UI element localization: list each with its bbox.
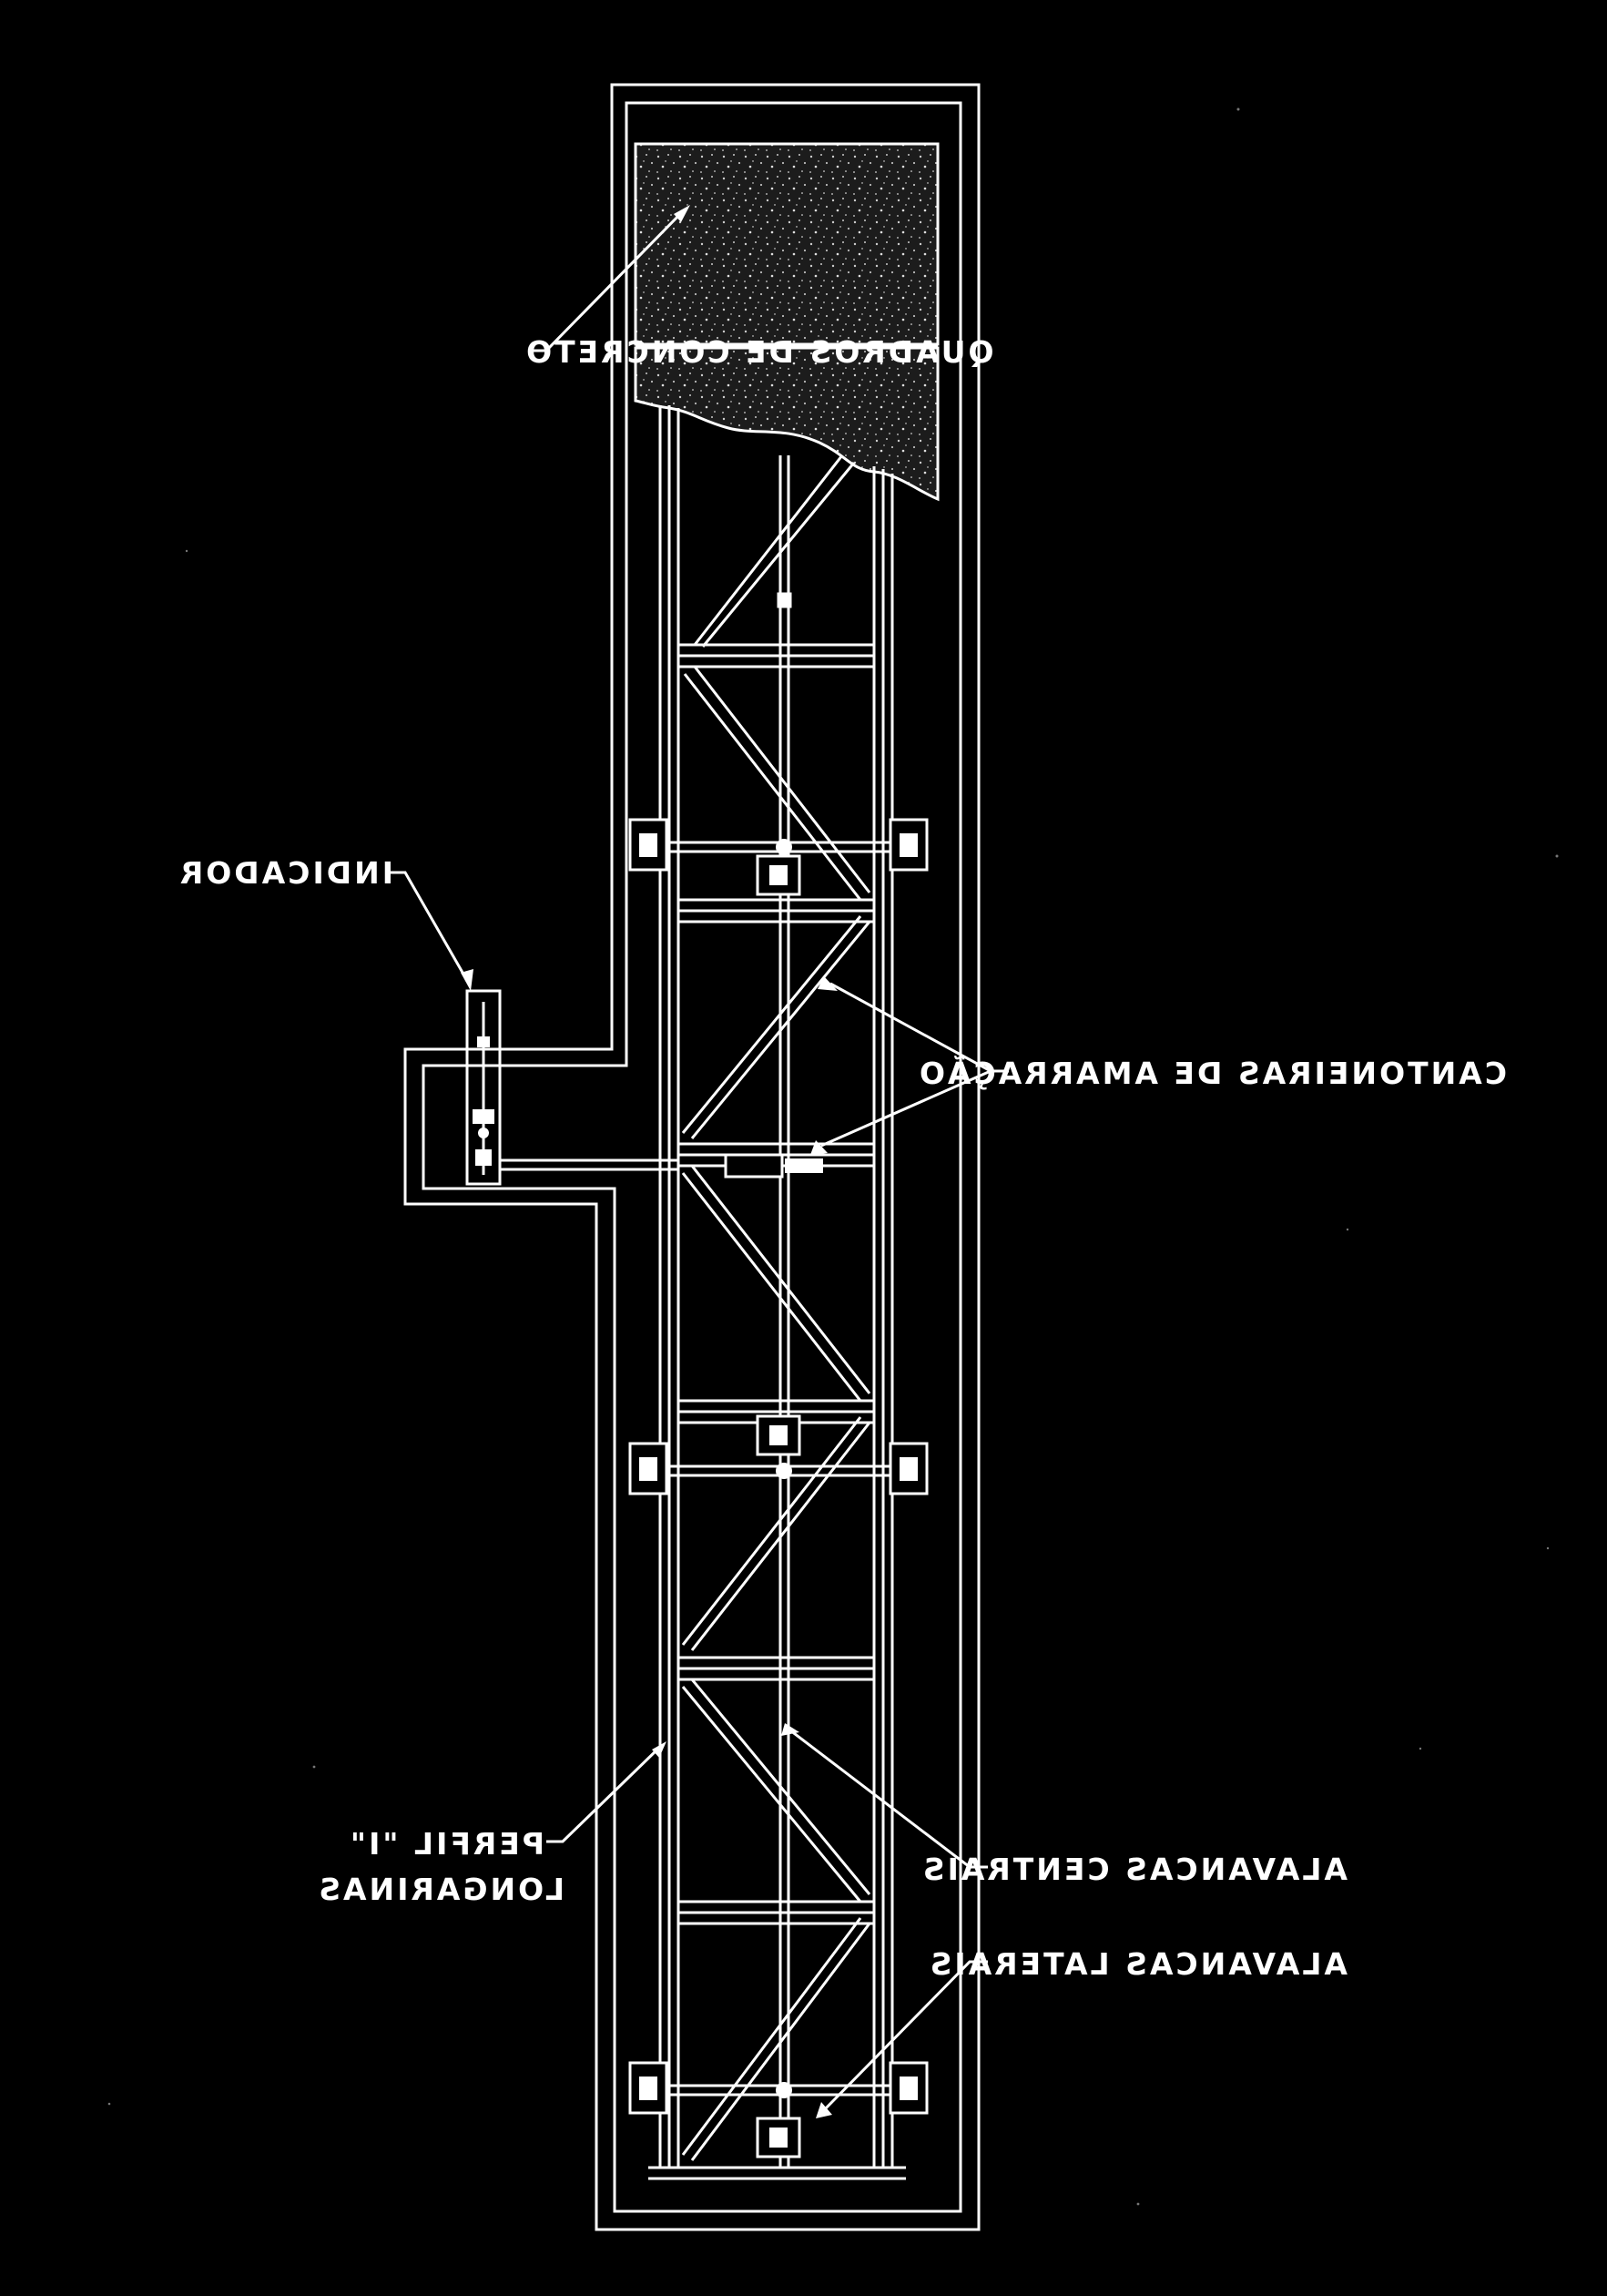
central-lever bbox=[777, 455, 792, 2168]
indicator-housing bbox=[465, 989, 502, 1186]
diagonal-bracing bbox=[681, 454, 871, 2161]
concrete-block-upper bbox=[634, 142, 940, 346]
stringers bbox=[648, 405, 906, 2180]
label-indicador-text: INDICADOR bbox=[178, 855, 393, 891]
label-alavancas-centrais: ALAVANCAS CENTRAIS bbox=[781, 1723, 1348, 1887]
label-quadros-de-concreto: QUADROS DE CONCRETO bbox=[524, 205, 994, 370]
scan-noise bbox=[107, 107, 1559, 2206]
label-cantoneiras: CANTONEIRAS DE AMARRAÇÃO bbox=[810, 976, 1507, 1155]
label-cantoneiras-text: CANTONEIRAS DE AMARRAÇÃO bbox=[917, 1055, 1507, 1091]
label-longarinas: PERFIL "I" LONGARINAS bbox=[316, 1741, 666, 1907]
indicator-assembly bbox=[465, 989, 823, 1186]
label-longarinas-line2: LONGARINAS bbox=[316, 1872, 564, 1907]
label-longarinas-line1: PERFIL "I" bbox=[348, 1826, 544, 1862]
cross-members bbox=[678, 643, 874, 1925]
label-alavancas-laterais-text: ALAVANCAS LATERAIS bbox=[928, 1946, 1348, 1982]
link-connector bbox=[724, 1153, 784, 1179]
labels: QUADROS DE CONCRETO INDICADOR CANTONEIRA… bbox=[178, 205, 1507, 2118]
concrete-blocks bbox=[634, 142, 940, 502]
label-indicador: INDICADOR bbox=[178, 855, 473, 991]
pit-outline bbox=[403, 83, 981, 2231]
label-quadros-text: QUADROS DE CONCRETO bbox=[524, 334, 994, 370]
label-alavancas-centrais-text: ALAVANCAS CENTRAIS bbox=[920, 1852, 1348, 1887]
label-alavancas-laterais: ALAVANCAS LATERAIS bbox=[816, 1946, 1348, 2118]
lateral-levers bbox=[628, 818, 929, 2158]
